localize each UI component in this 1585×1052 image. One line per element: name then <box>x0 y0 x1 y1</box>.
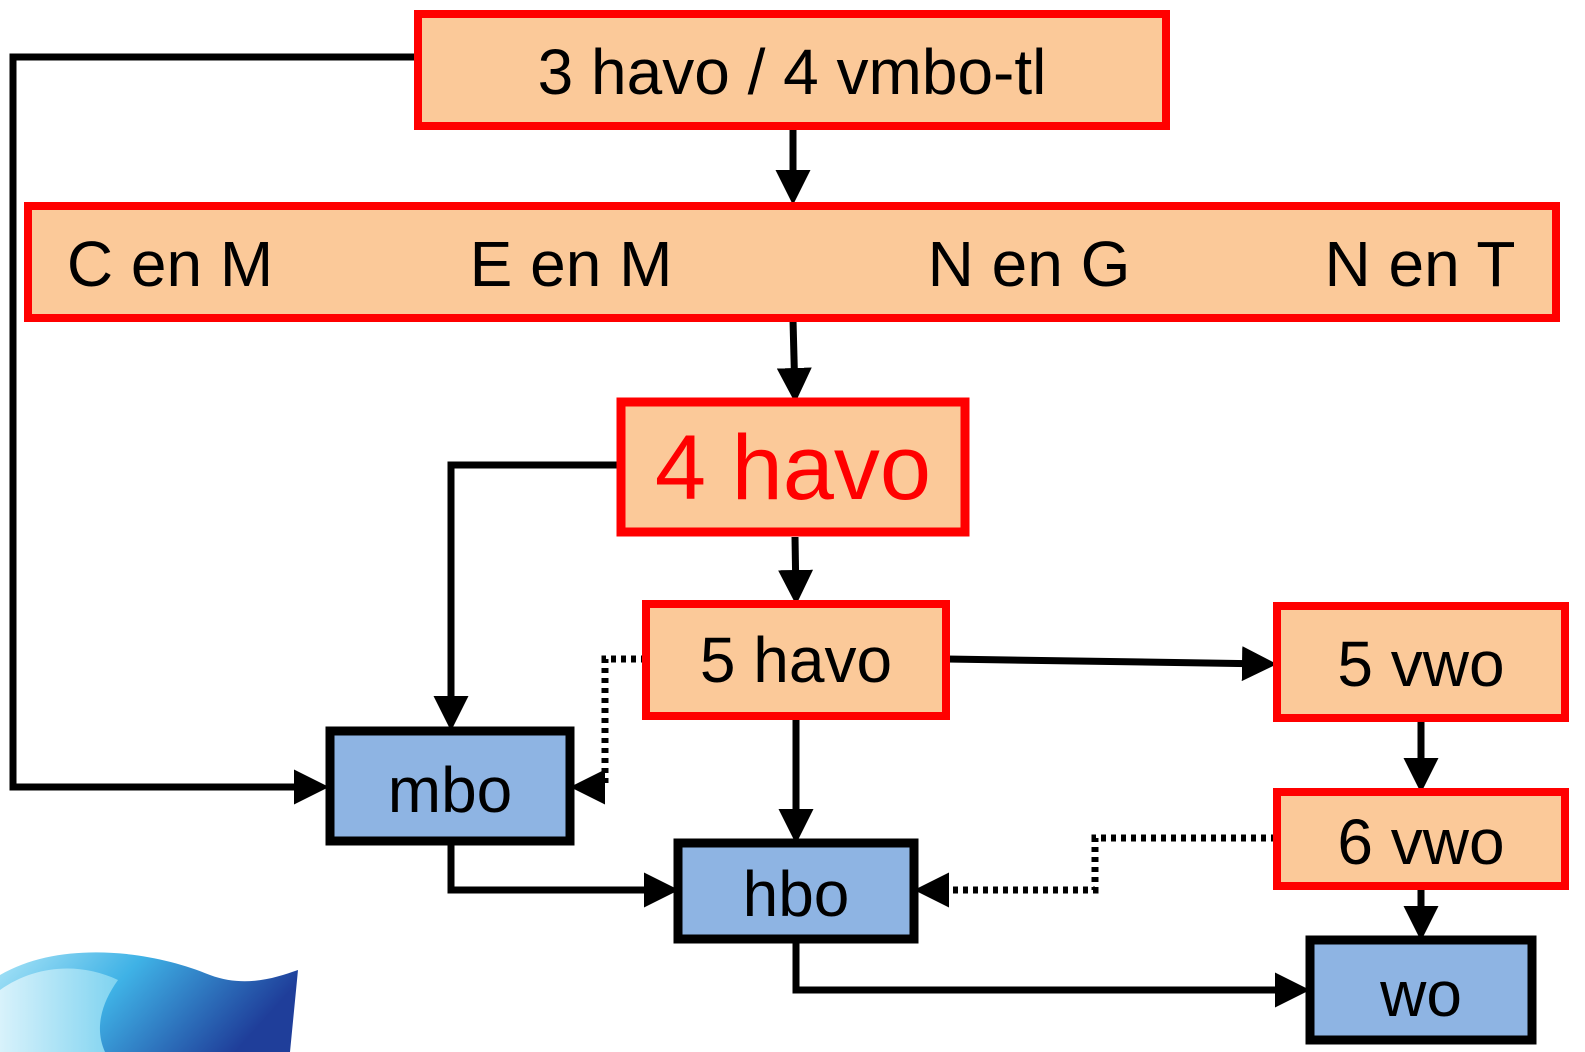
node-start: 3 havo / 4 vmbo-tl <box>414 10 1170 130</box>
profile-nt-label: N en T <box>1325 228 1516 300</box>
edges <box>9 53 1439 1008</box>
edge-havo4-to-havo5 <box>778 536 814 605</box>
edge-mbo-to-hbo <box>447 845 679 908</box>
logo-wave-icon <box>0 952 298 1052</box>
node-profiles: C en M E en M N en G N en T <box>24 202 1560 322</box>
node-vwo5: 5 vwo <box>1273 602 1569 722</box>
node-start-label: 3 havo / 4 vmbo-tl <box>538 36 1047 108</box>
node-havo5-label: 5 havo <box>700 624 892 696</box>
node-vwo6-label: 6 vwo <box>1337 806 1504 878</box>
node-mbo: mbo <box>325 726 575 846</box>
node-mbo-label: mbo <box>388 754 513 826</box>
edge-havo5-to-mbo-dotted <box>570 655 646 805</box>
node-wo-label: wo <box>1379 958 1462 1030</box>
profile-cm-label: C en M <box>67 228 273 300</box>
node-havo4-label: 4 havo <box>655 417 931 519</box>
edge-havo4-to-mbo <box>433 461 619 731</box>
node-hbo-label: hbo <box>743 858 850 930</box>
node-vwo6: 6 vwo <box>1273 788 1569 890</box>
profile-ng-label: N en G <box>928 228 1131 300</box>
node-hbo: hbo <box>673 838 919 944</box>
edge-havo5-to-vwo5 <box>946 646 1277 682</box>
node-wo: wo <box>1305 935 1537 1045</box>
profile-em-label: E en M <box>470 228 673 300</box>
node-vwo5-label: 5 vwo <box>1337 628 1504 700</box>
edge-start-to-mbo <box>9 53 416 805</box>
node-havo5: 5 havo <box>642 600 950 720</box>
edge-hbo-to-wo <box>792 940 1310 1008</box>
edge-vwo6-to-hbo-dotted <box>914 834 1276 908</box>
node-havo4: 4 havo <box>616 397 970 537</box>
edge-profiles-to-havo4 <box>776 319 812 403</box>
